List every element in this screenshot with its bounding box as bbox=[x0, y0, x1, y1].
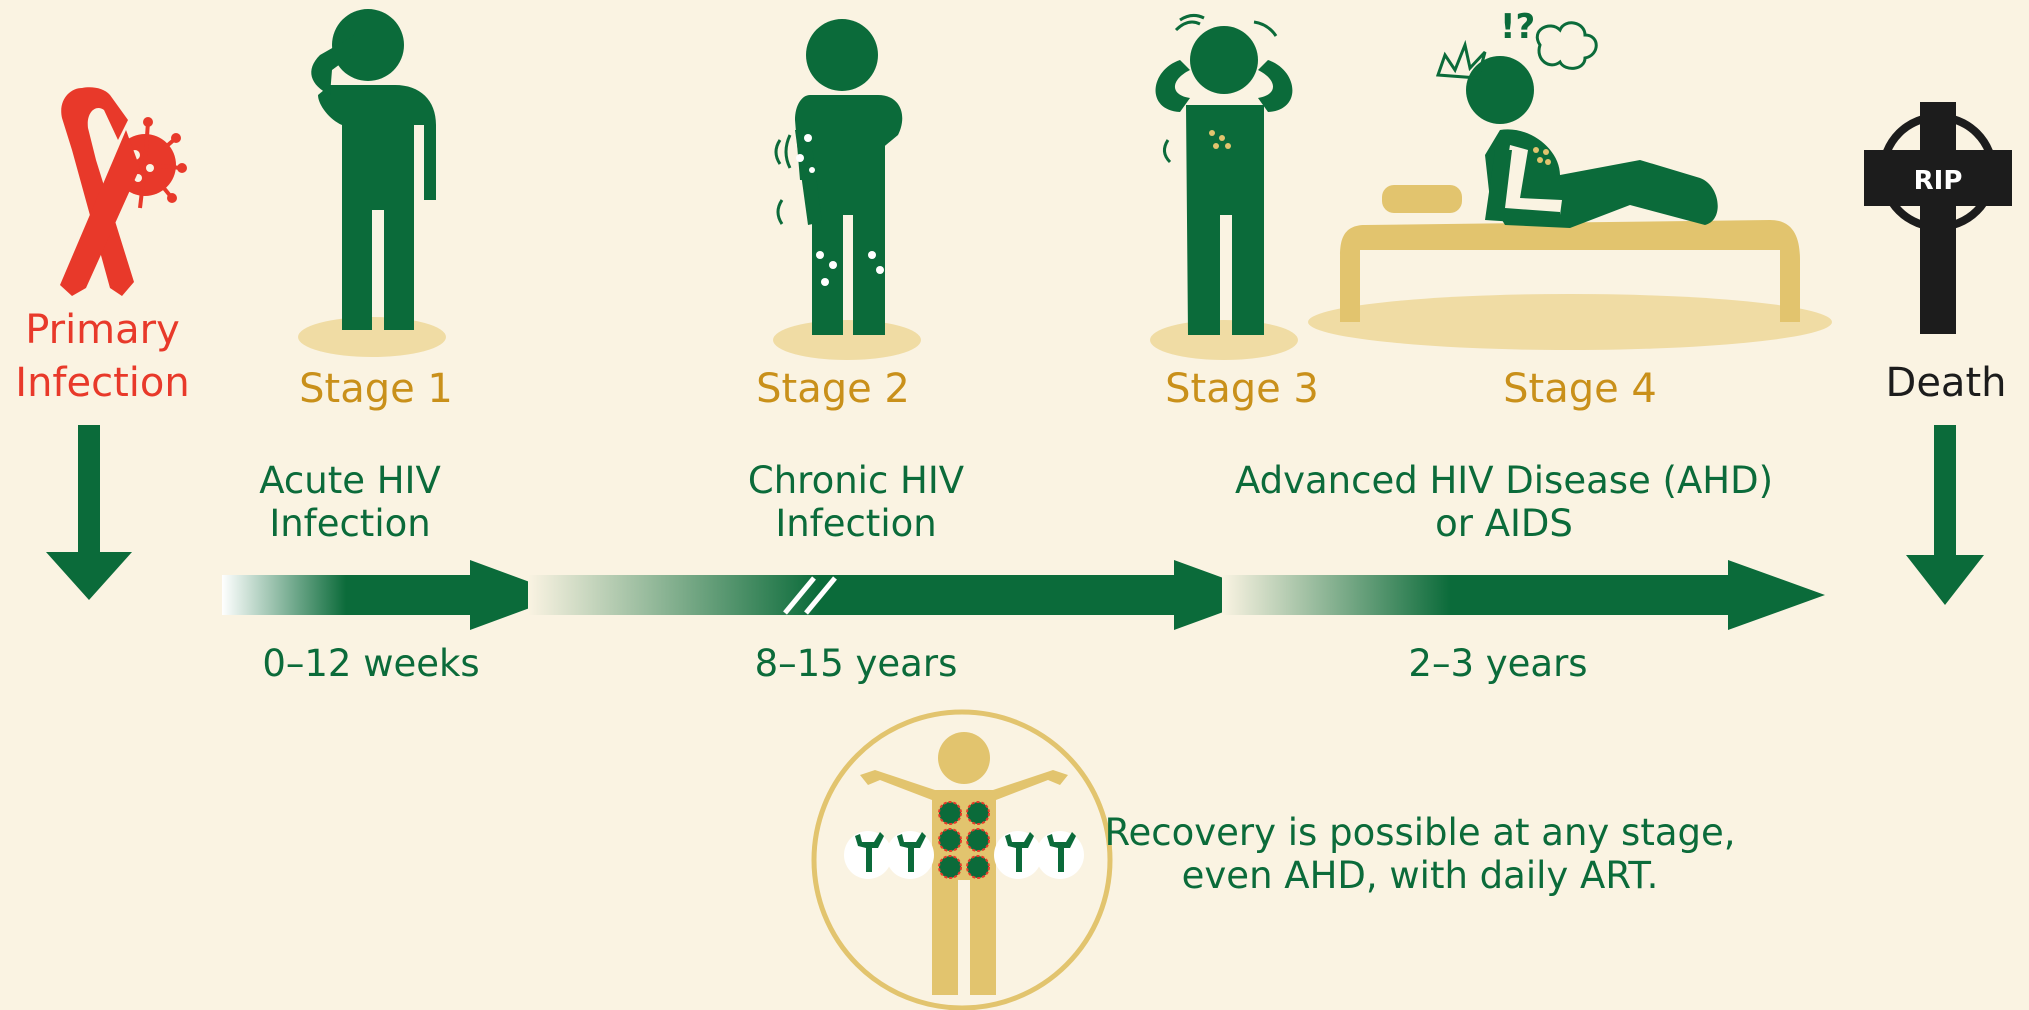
timeline-segment-ahd bbox=[1222, 575, 1730, 615]
phase-chronic-line2: Infection bbox=[775, 502, 937, 545]
timeline-arrowhead-ahd bbox=[1728, 560, 1825, 630]
timeline-segment-chronic bbox=[528, 575, 1176, 615]
phase-ahd-line1: Advanced HIV Disease (AHD) bbox=[1234, 459, 1774, 502]
timeline-arrowhead-acute bbox=[470, 560, 565, 630]
rip-cross-icon: RIP bbox=[1864, 102, 2012, 334]
down-arrow-left bbox=[46, 425, 132, 600]
death-label: Death bbox=[1885, 360, 2007, 406]
phase-acute-line2: Infection bbox=[269, 502, 431, 545]
timeline-segment-acute bbox=[222, 575, 470, 615]
phase-acute-line1: Acute HIV bbox=[259, 459, 441, 502]
stage1-label: Stage 1 bbox=[299, 366, 453, 412]
primary-infection-line2: Infection bbox=[15, 360, 190, 406]
phase-ahd-title: Advanced HIV Disease (AHD) or AIDS bbox=[1204, 459, 1804, 545]
phase-chronic-duration: 8–15 years bbox=[754, 642, 958, 685]
phase-acute-title: Acute HIV Infection bbox=[200, 459, 500, 545]
recovery-line2: even AHD, with daily ART. bbox=[1181, 854, 1659, 897]
hiv-ribbon-icon bbox=[60, 87, 187, 296]
rip-text: RIP bbox=[1914, 166, 1963, 196]
phase-ahd-duration: 2–3 years bbox=[1408, 642, 1588, 685]
stage3-figure-icon bbox=[1150, 13, 1298, 360]
stage3-label: Stage 3 bbox=[1165, 366, 1319, 412]
primary-infection-line1: Primary bbox=[25, 307, 180, 353]
stage1-figure-icon bbox=[298, 9, 446, 357]
down-arrow-right bbox=[1906, 425, 1984, 605]
stage4-label: Stage 4 bbox=[1503, 366, 1657, 412]
stage2-figure-icon bbox=[773, 19, 921, 360]
recovery-line1: Recovery is possible at any stage, bbox=[1104, 811, 1736, 854]
primary-infection-label: Primary Infection bbox=[0, 304, 205, 410]
stage2-label: Stage 2 bbox=[756, 366, 910, 412]
stage4-figure-icon: !? bbox=[1308, 7, 1832, 350]
svg-text:!?: !? bbox=[1500, 7, 1535, 47]
recovery-text: Recovery is possible at any stage, even … bbox=[1100, 811, 1740, 897]
recovery-figure-icon bbox=[811, 709, 1113, 1010]
timeline-break-marks bbox=[783, 576, 837, 615]
phase-chronic-title: Chronic HIV Infection bbox=[706, 459, 1006, 545]
phase-acute-duration: 0–12 weeks bbox=[262, 642, 480, 685]
phase-chronic-line1: Chronic HIV bbox=[747, 459, 965, 502]
timeline-arrows bbox=[222, 560, 1825, 630]
phase-ahd-line2: or AIDS bbox=[1435, 502, 1573, 545]
